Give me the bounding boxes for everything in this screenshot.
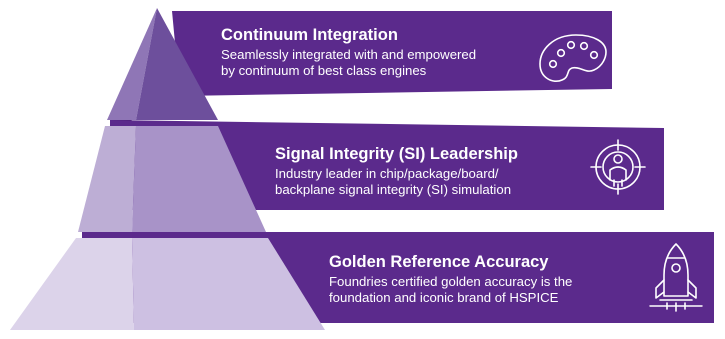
rocket-icon: [649, 243, 703, 312]
tier-1-text: Continuum Integration Seamlessly integra…: [221, 25, 476, 78]
tier-2-description-line-1: Industry leader in chip/package/board/: [275, 166, 499, 181]
tier-3-description-line-1: Foundries certified golden accuracy is t…: [329, 274, 573, 289]
tier-2-description-line-2: backplane signal integrity (SI) simulati…: [275, 181, 512, 197]
tier-2-title: Signal Integrity (SI) Leadership: [275, 145, 518, 163]
tier-2-banner: [110, 120, 664, 210]
tier-3-title: Golden Reference Accuracy: [329, 253, 549, 271]
tier-3-text: Golden Reference Accuracy Foundries cert…: [329, 252, 572, 305]
tier-3-description-line-2: foundation and iconic brand of HSPICE: [329, 289, 559, 305]
tier-1-description-line-1: Seamlessly integrated with and empowered: [221, 47, 477, 62]
pyramid-mid-left-face: [78, 126, 136, 232]
pyramid-top-left-face: [107, 8, 157, 120]
tier-1-title: Continuum Integration: [221, 26, 398, 44]
tier-2-description: Industry leader in chip/package/board/ b…: [275, 166, 518, 197]
tier-1-banner: [172, 11, 612, 96]
tier-2-text: Signal Integrity (SI) Leadership Industr…: [275, 144, 518, 197]
palette-icon: [539, 34, 607, 82]
pyramid-base-left-face: [10, 238, 134, 330]
target-person-icon: [590, 139, 646, 195]
pyramid-base-right-face: [132, 238, 325, 330]
tier-1-description: Seamlessly integrated with and empowered…: [221, 47, 476, 78]
pyramid-mid-right-face: [132, 126, 266, 232]
pyramid-top-right-face: [136, 8, 218, 120]
tier-3-description: Foundries certified golden accuracy is t…: [329, 274, 572, 305]
tier-1-description-line-2: by continuum of best class engines: [221, 62, 427, 78]
